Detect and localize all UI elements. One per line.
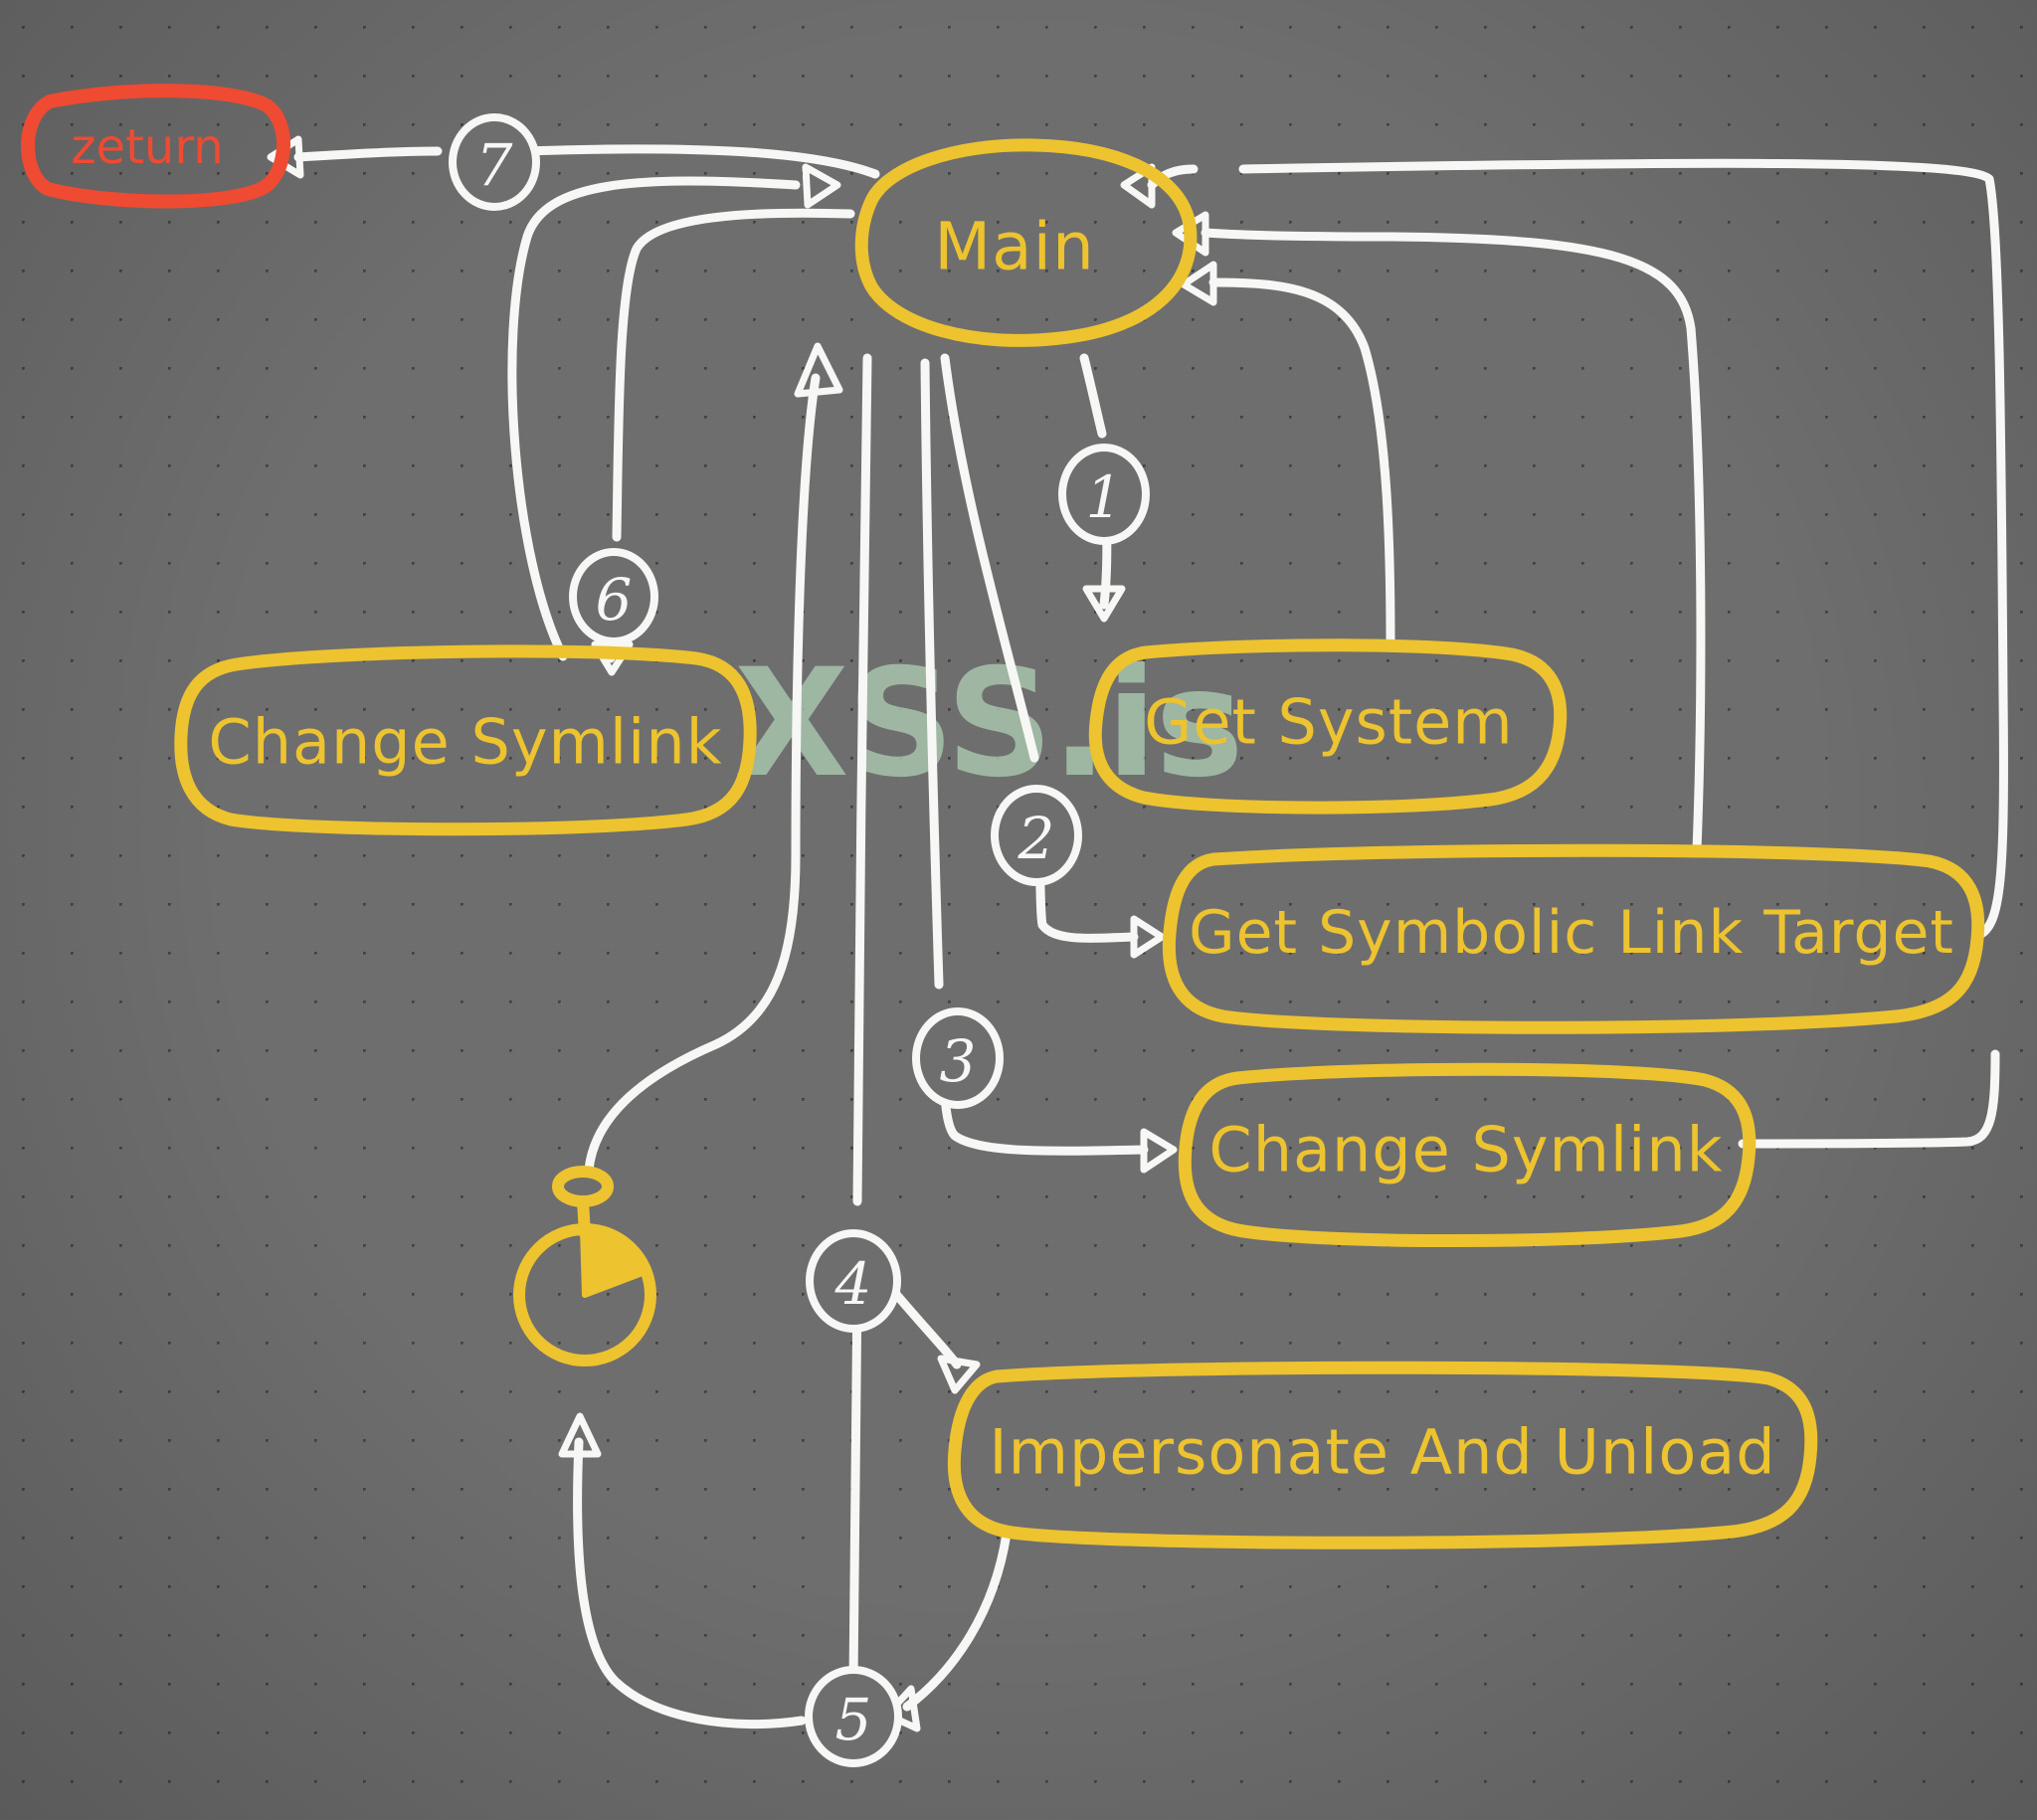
node-impersonate-and-unload-label: Impersonate And Unload [989,1416,1775,1489]
node-change-symlink-right-label: Change Symlink [1208,1114,1723,1186]
edge-number-4: 4 [806,1229,901,1333]
node-main-label: Main [934,209,1095,285]
edge-number-7: 7 [449,113,540,211]
edge-number-6: 6 [569,548,658,645]
node-get-system-label: Get System [1144,686,1513,759]
edge-number-5: 5 [805,1666,902,1767]
edge-number-1: 1 [1058,444,1150,545]
edge-number-4-text: 4 [834,1250,872,1318]
node-change-symlink-left-label: Change Symlink [208,706,722,779]
edge-number-2: 2 [991,785,1082,886]
edge-number-7-text: 7 [476,131,513,199]
edge-number-3: 3 [912,1007,1004,1109]
edge-number-2-text: 2 [1018,805,1055,872]
node-return-label: zeturn [71,119,223,175]
edge-number-3-text: 3 [940,1027,977,1095]
edge-number-1-text: 1 [1086,463,1123,531]
edge-number-6-text: 6 [596,566,633,634]
edge-number-5-text: 5 [835,1686,872,1753]
node-get-symbolic-link-target-label: Get Symbolic Link Target [1189,898,1954,968]
